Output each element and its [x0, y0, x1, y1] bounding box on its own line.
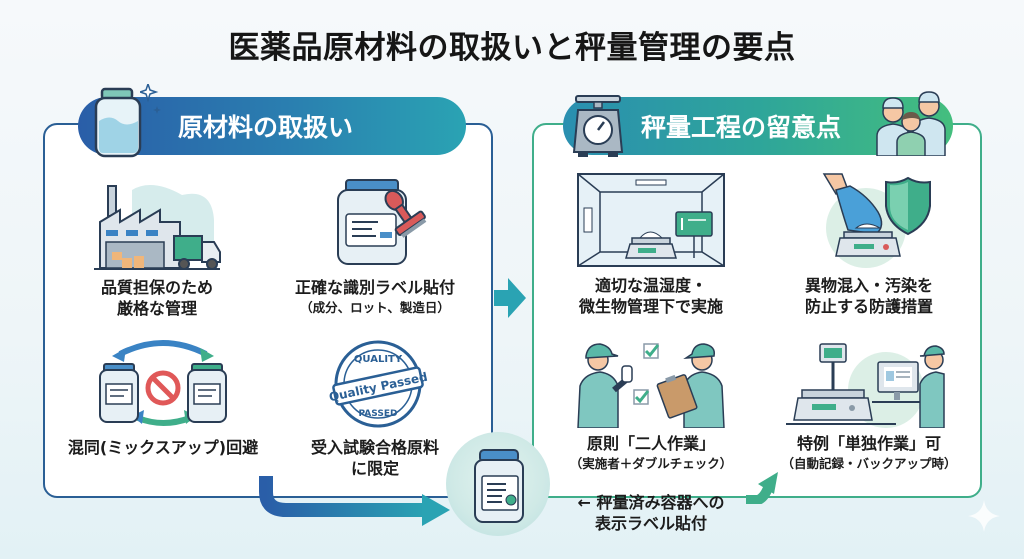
bottom-label-line2: 表示ラベル貼付: [594, 514, 707, 533]
item-text-line1: 正確な識別ラベル貼付: [294, 278, 455, 297]
scale-icon: [572, 95, 624, 157]
factory-truck-icon: [94, 185, 221, 270]
clean-room-icon: [577, 173, 725, 267]
sparkle-icon: [140, 84, 161, 114]
item-text-line1: 適切な温湿度・: [594, 276, 707, 295]
left-section-header: 原材料の取扱い: [78, 97, 466, 155]
item-mixup-avoidance: 混同(ミックスアップ)回避: [58, 338, 268, 468]
item-text-line1: 受入試験合格原料: [310, 438, 439, 457]
mixup-prohibited-icon: [99, 340, 227, 426]
item-subtext: （自動記録・バックアップ時）: [781, 456, 957, 471]
label-stamp-icon: [337, 179, 427, 265]
right-arrow-icon: [494, 278, 526, 318]
stamp-bottom-text: PASSED: [359, 409, 398, 419]
gloved-hand-shield-icon: [822, 173, 931, 268]
bottom-label: ← 秤量済み容器への 表示ラベル貼付: [556, 492, 746, 534]
item-text-line1: 品質担保のため: [100, 278, 213, 297]
labeled-container-icon: [474, 449, 524, 523]
item-identification-label: 正確な識別ラベル貼付 （成分、ロット、製造日）: [270, 176, 480, 326]
item-strict-management: 品質担保のため 厳格な管理: [52, 180, 262, 330]
bottom-label-line1: ← 秤量済み容器への: [577, 493, 725, 512]
bottle-icon: [94, 87, 142, 158]
left-panel: [43, 123, 493, 498]
item-text-line2: に限定: [350, 459, 399, 478]
two-workers-check-icon: [577, 343, 725, 428]
item-text-line2: 防止する防護措置: [804, 297, 933, 316]
item-text-line2: 厳格な管理: [116, 299, 197, 318]
sparkle-icon: [968, 500, 1000, 532]
stamp-top-text: QUALITY: [354, 354, 403, 365]
item-contamination-protection: 異物混入・汚染を 防止する防護措置: [764, 172, 974, 322]
item-subtext: （実施者＋ダブルチェック）: [569, 456, 733, 471]
flow-arrow-right-icon: [746, 472, 778, 504]
item-text-line1: 混同(ミックスアップ)回避: [67, 438, 259, 457]
right-section-title: 秤量工程の留意点: [641, 113, 842, 142]
item-text-line1: 異物混入・汚染を: [804, 276, 933, 295]
flow-arrow-left-icon: [259, 476, 450, 526]
quality-passed-stamp-icon: QUALITY Quality Passed PASSED: [328, 340, 428, 428]
item-environment-control: 適切な温湿度・ 微生物管理下で実施: [546, 172, 756, 322]
item-subtext: （成分、ロット、製造日）: [300, 300, 450, 315]
left-section-title: 原材料の取扱い: [178, 113, 354, 142]
left-arrow-icon: ←: [577, 493, 591, 512]
item-two-person-rule: 原則「二人作業」 （実施者＋ダブルチェック）: [546, 340, 756, 471]
item-text-line1: 特例「単独作業」可: [796, 434, 941, 453]
item-text-line1: 原則「二人作業」: [586, 434, 715, 453]
item-accepted-materials-only: QUALITY Quality Passed PASSED 受入試験合格原料 に…: [270, 338, 480, 488]
page-title: 医薬品原材料の取扱いと秤量管理の要点: [228, 30, 796, 66]
item-solo-work-exception: 特例「単独作業」可 （自動記録・バックアップ時）: [764, 340, 974, 471]
workers-icon: [876, 91, 946, 156]
automated-scale-icon: [786, 343, 945, 428]
item-text-line2: 微生物管理下で実施: [578, 297, 723, 316]
